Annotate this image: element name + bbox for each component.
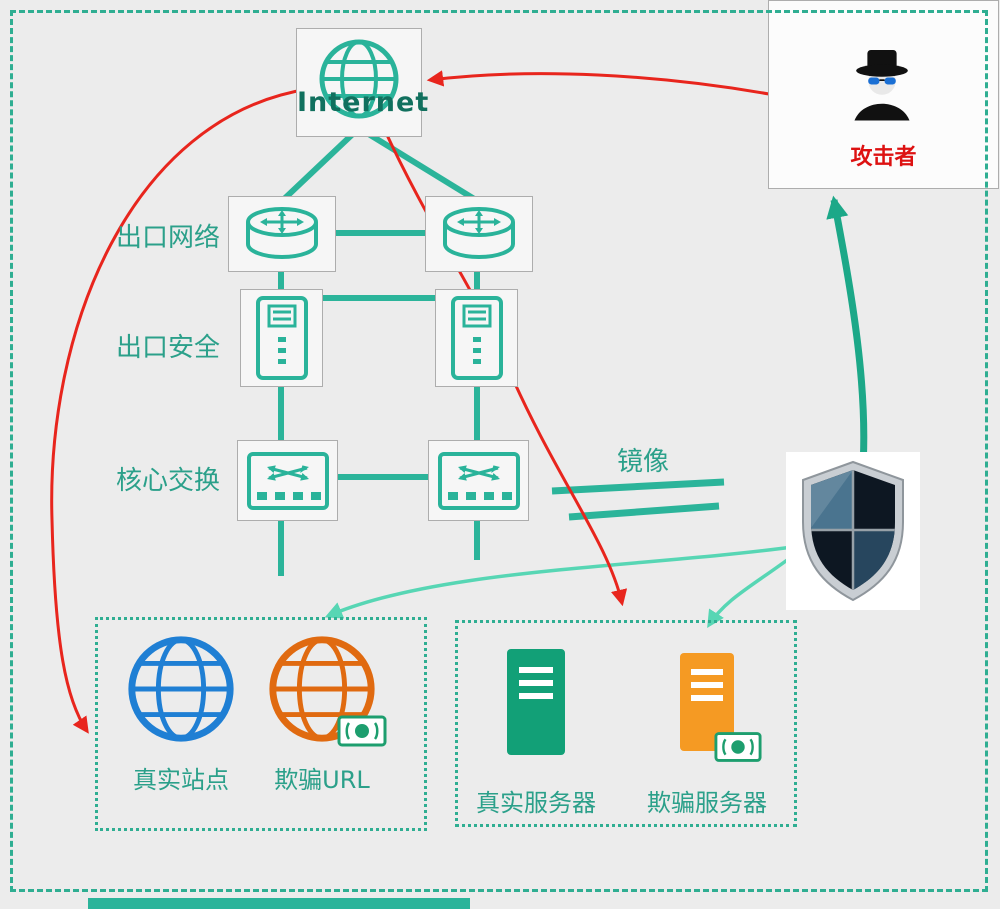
deception-server-icon <box>680 653 734 751</box>
attacker-node: 攻击者 <box>768 0 999 189</box>
real-site-globe-icon <box>128 636 234 742</box>
real-server-label: 真实服务器 <box>476 789 596 817</box>
deception-arrow-to-server <box>707 550 800 628</box>
firewall-left-node <box>240 289 323 387</box>
deception-url-label: 欺骗URL <box>274 766 370 794</box>
mirror-link-lines <box>551 478 725 521</box>
real-site-label: 真实站点 <box>133 766 229 794</box>
shield-icon <box>802 460 904 602</box>
router-left-node <box>228 196 336 272</box>
sites-group-box <box>95 617 427 831</box>
switch-icon <box>246 451 329 510</box>
spy-icon <box>854 50 910 121</box>
network-links <box>278 127 480 576</box>
switch-left-node <box>237 440 338 521</box>
label-egress-security: 出口安全 <box>116 333 221 363</box>
servers-group-box <box>455 620 797 827</box>
attacker-label: 攻击者 <box>850 145 917 170</box>
trace-arrow-to-attacker <box>826 195 868 481</box>
label-egress-network: 出口网络 <box>116 223 221 253</box>
deception-arrow-to-url <box>324 544 801 619</box>
firewall-icon <box>450 296 503 380</box>
firewall-right-node <box>435 289 518 387</box>
switch-right-node <box>428 440 529 521</box>
label-core-switch: 核心交换 <box>116 466 221 496</box>
internet-node: Internet <box>296 28 430 137</box>
deception-server-label: 欺骗服务器 <box>647 789 767 817</box>
router-right-node <box>425 196 533 272</box>
internet-globe-icon <box>319 39 399 119</box>
real-server-icon <box>507 649 565 755</box>
internet-label: Internet <box>297 87 430 118</box>
shield-box <box>786 452 920 610</box>
mirror-label: 镜像 <box>617 447 670 477</box>
firewall-icon <box>255 296 308 380</box>
money-badge-icon <box>337 715 387 747</box>
switch-icon <box>437 451 520 510</box>
attack-arrow-to-internet <box>426 70 770 96</box>
money-badge-icon <box>714 732 762 762</box>
deception-url-globe-icon <box>269 636 375 742</box>
bottom-teal-bar <box>88 898 470 909</box>
router-icon <box>443 207 515 259</box>
attack-arrow-to-real-site <box>50 87 309 734</box>
router-icon <box>246 207 318 259</box>
